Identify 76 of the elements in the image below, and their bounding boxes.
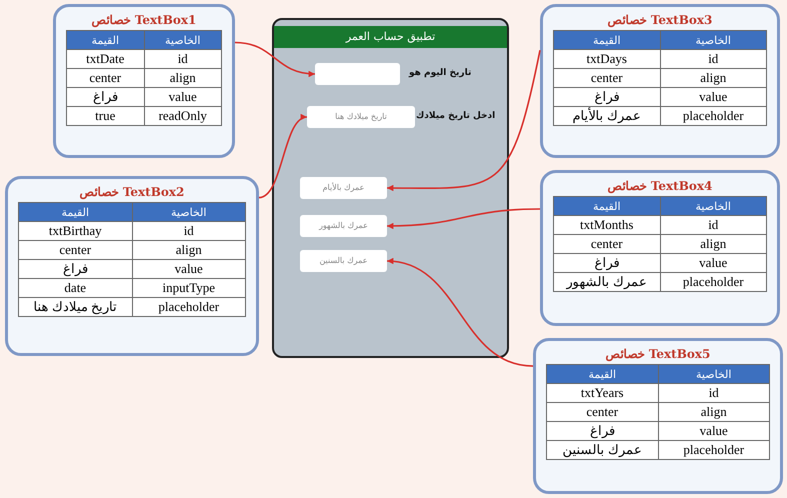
arrow	[234, 42, 316, 77]
property-value: txtYears	[546, 384, 658, 402]
property-value: center	[546, 402, 658, 422]
property-value: فراغ	[546, 422, 658, 440]
arrow	[387, 50, 541, 192]
input-field: عمرك بالأيام	[300, 177, 387, 199]
properties-card	[540, 4, 780, 158]
arrow	[386, 208, 540, 230]
property-name: value	[660, 254, 766, 272]
properties-card	[540, 170, 780, 326]
property-value: center	[18, 240, 132, 260]
input-field: تاريخ ميلادك هنا	[307, 106, 415, 128]
column-header: الخاصية	[660, 196, 766, 216]
column-header: القيمة	[554, 196, 660, 216]
property-name: placeholder	[658, 440, 770, 460]
property-name: placeholder	[132, 298, 246, 316]
column-header: القيمة	[554, 30, 660, 50]
property-name: align	[660, 68, 766, 88]
column-header: القيمة	[18, 202, 132, 222]
arrow	[386, 258, 534, 367]
card-title: خصائص TextBox4	[608, 179, 712, 193]
column-header: الخاصية	[132, 202, 246, 222]
property-value: فراغ	[554, 254, 660, 272]
column-header: الخاصية	[144, 30, 222, 50]
property-value: عمرك بالشهور	[554, 272, 660, 292]
property-value: center	[66, 68, 144, 88]
property-name: id	[132, 222, 246, 240]
column-header: الخاصية	[658, 364, 770, 384]
property-value: txtDays	[554, 50, 660, 68]
field-label: تاريخ اليوم هو	[409, 68, 472, 78]
property-name: placeholder	[660, 272, 766, 292]
card-title: خصائص TextBox1	[92, 13, 196, 27]
property-name: align	[658, 402, 770, 422]
property-name: value	[132, 260, 246, 278]
input-field: عمرك بالسنين	[300, 250, 387, 272]
property-value: txtBirthay	[18, 222, 132, 240]
card-title: خصائص TextBox2	[80, 185, 184, 199]
property-value: عمرك بالأيام	[554, 106, 660, 126]
property-name: value	[658, 422, 770, 440]
property-name: align	[144, 68, 222, 88]
property-name: align	[660, 234, 766, 254]
properties-card	[53, 4, 235, 158]
input-field	[315, 63, 400, 85]
card-title: خصائص TextBox3	[608, 13, 712, 27]
property-name: id	[658, 384, 770, 402]
property-name: readOnly	[144, 106, 222, 126]
property-name: inputType	[132, 278, 246, 298]
column-header: القيمة	[546, 364, 658, 384]
properties-card	[5, 176, 259, 356]
input-field: عمرك بالشهور	[300, 215, 387, 237]
column-header: القيمة	[66, 30, 144, 50]
field-label: ادخل تاريخ ميلادك	[416, 111, 496, 121]
app-title-bar: تطبيق حساب العمر	[274, 26, 507, 48]
property-value: عمرك بالسنين	[546, 440, 658, 460]
property-value: center	[554, 234, 660, 254]
property-name: value	[660, 88, 766, 106]
property-value: فراغ	[18, 260, 132, 278]
property-value: date	[18, 278, 132, 298]
property-value: فراغ	[554, 88, 660, 106]
property-name: id	[660, 50, 766, 68]
phone-screen	[272, 18, 509, 358]
property-value: تاريخ ميلادك هنا	[18, 298, 132, 316]
properties-card	[533, 338, 783, 494]
property-name: id	[660, 216, 766, 234]
property-name: placeholder	[660, 106, 766, 126]
arrow	[258, 116, 308, 198]
card-title: خصائص TextBox5	[606, 347, 710, 361]
property-value: txtMonths	[554, 216, 660, 234]
property-value: txtDate	[66, 50, 144, 68]
property-name: id	[144, 50, 222, 68]
column-header: الخاصية	[660, 30, 766, 50]
property-value: true	[66, 106, 144, 126]
property-value: فراغ	[66, 88, 144, 106]
property-name: value	[144, 88, 222, 106]
property-name: align	[132, 240, 246, 260]
property-value: center	[554, 68, 660, 88]
